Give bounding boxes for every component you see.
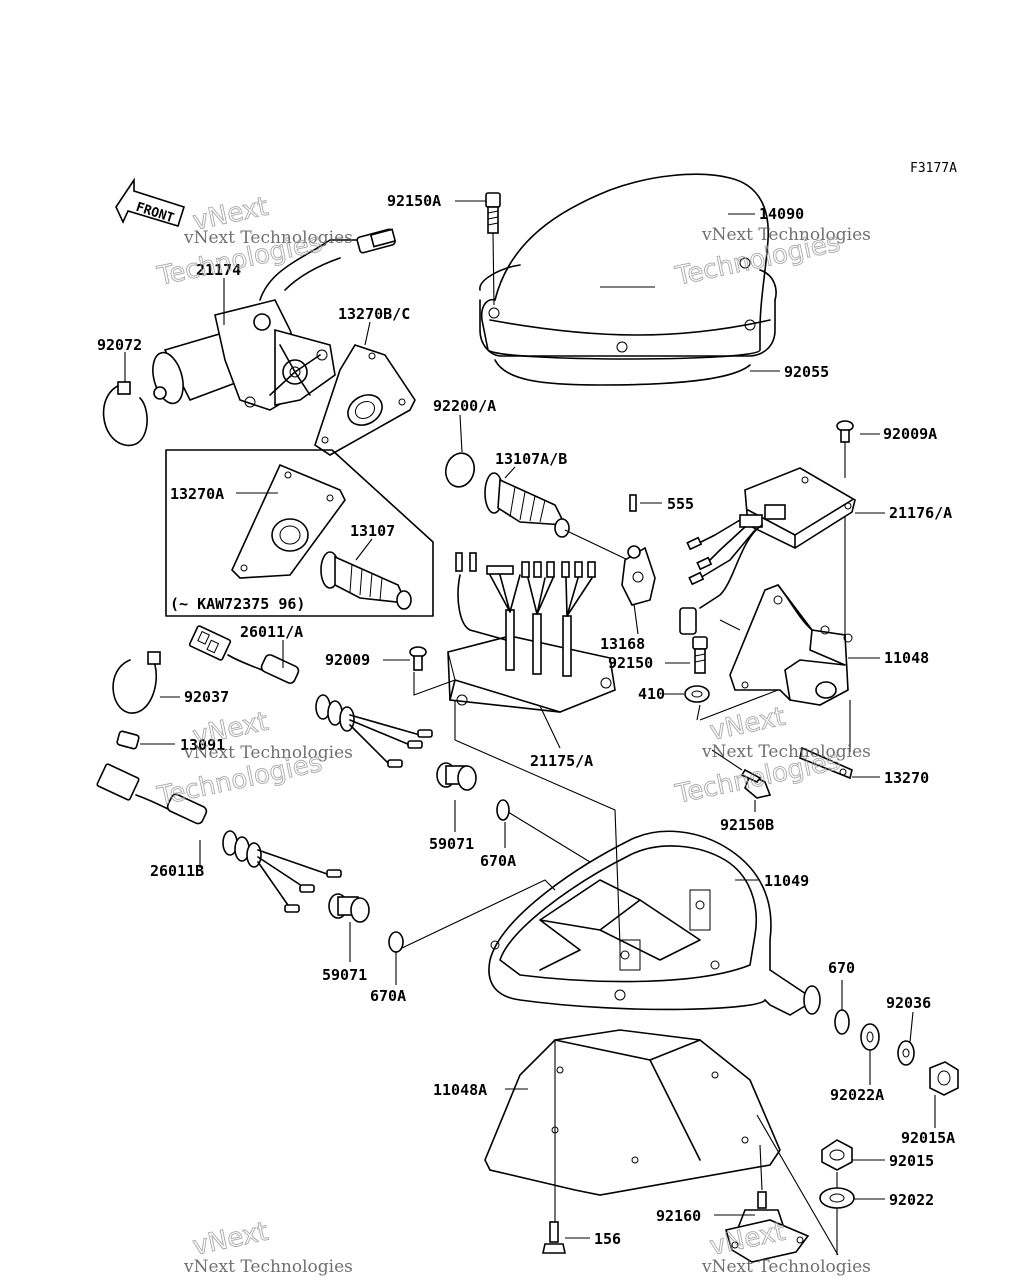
fitting-59071-upper: [436, 762, 477, 791]
cable-tie-92072: [102, 381, 148, 447]
label-21175A: 21175/A: [530, 752, 593, 770]
module-21175A: [447, 552, 616, 713]
gasket-13270BC: [314, 344, 416, 456]
coupler-13168: [621, 545, 656, 606]
label-13270A: 13270A: [170, 485, 224, 503]
lever-13270: [799, 746, 853, 780]
label-92150B: 92150B: [720, 816, 774, 834]
watermark-line: vNext Technologies: [701, 1257, 871, 1277]
o-ring-670: [834, 1009, 850, 1035]
mount-92160: [724, 1191, 810, 1263]
motor-21174: [152, 228, 397, 411]
bolt-92150B: [740, 768, 772, 799]
label-21174: 21174: [196, 261, 241, 279]
label-11048A: 11048A: [433, 1081, 487, 1099]
label-670A-upper: 670A: [480, 852, 516, 870]
label-13091: 13091: [180, 736, 225, 754]
part-labels: 92150A 14090 21174 13270B/C 92072 92055 …: [97, 192, 955, 1248]
plate-11048A: [484, 1029, 781, 1196]
lock-washer-92036: [897, 1040, 915, 1066]
nut-92015A: [929, 1061, 959, 1096]
leader-lines: [124, 200, 936, 1256]
screw-92009A: [836, 420, 854, 443]
shaft-13107AB: [484, 472, 570, 538]
washer-92022: [819, 1187, 855, 1209]
label-555: 555: [667, 495, 694, 513]
controller-21176A: [679, 467, 856, 635]
fitting-59071-lower: [328, 893, 370, 923]
watermark-line: vNext Technologies: [701, 225, 871, 245]
label-92009A: 92009A: [883, 425, 937, 443]
label-92150A: 92150A: [387, 192, 441, 210]
label-92036: 92036: [886, 994, 931, 1012]
bracket-11048: [729, 584, 853, 706]
nut-92015: [821, 1139, 853, 1171]
pin-555: [629, 494, 637, 512]
inset-note: (~ KAW72375 96): [170, 595, 305, 613]
watermark-brand: vNext: [707, 702, 788, 747]
label-156: 156: [594, 1230, 621, 1248]
label-13168: 13168: [600, 635, 645, 653]
label-13270: 13270: [884, 769, 929, 787]
shaft-13107: [320, 551, 412, 610]
label-13107: 13107: [350, 522, 395, 540]
label-59071-lower: 59071: [322, 966, 367, 984]
bolt-92150A: [485, 192, 501, 234]
label-14090: 14090: [759, 205, 804, 223]
watermark-brand: vNext: [190, 1217, 271, 1262]
label-92160: 92160: [656, 1207, 701, 1225]
watermark-line: vNext Technologies: [701, 742, 871, 762]
label-92072: 92072: [97, 336, 142, 354]
gasket-13270A-hole: [271, 518, 309, 552]
connector-26011A: [188, 625, 433, 768]
watermark-line: vNext Technologies: [183, 228, 353, 248]
figure-code: F3177A: [910, 161, 957, 176]
label-11048: 11048: [884, 649, 929, 667]
o-ring-670A-upper: [496, 799, 510, 821]
label-13107AB: 13107A/B: [495, 450, 567, 468]
label-670: 670: [828, 959, 855, 977]
connector-26011B: [96, 763, 342, 913]
leader-shaft-coupler: [564, 529, 629, 561]
label-21176A: 21176/A: [889, 504, 952, 522]
label-92022A: 92022A: [830, 1086, 884, 1104]
label-11049: 11049: [764, 872, 809, 890]
label-92200A: 92200/A: [433, 397, 496, 415]
label-92022: 92022: [889, 1191, 934, 1209]
label-92015: 92015: [889, 1152, 934, 1170]
washer-92022A: [860, 1023, 880, 1051]
label-59071-upper: 59071: [429, 835, 474, 853]
washer-410: [684, 685, 710, 703]
label-92055: 92055: [784, 363, 829, 381]
cover-14090: [479, 173, 777, 360]
label-410: 410: [638, 685, 665, 703]
label-92150: 92150: [608, 654, 653, 672]
watermark-line: vNext Technologies: [183, 743, 353, 763]
label-670A-lower: 670A: [370, 987, 406, 1005]
screw-92009: [409, 646, 427, 671]
o-ring-92200A: [444, 452, 476, 488]
housing-11049: [488, 830, 821, 1016]
cable-tie-92037: [112, 651, 161, 714]
gasket-92055: [494, 359, 751, 386]
label-13270BC: 13270B/C: [338, 305, 410, 323]
bolt-156: [542, 1221, 566, 1254]
bolt-92150: [692, 636, 708, 674]
inset-box: [165, 449, 434, 617]
watermark-line: vNext Technologies: [183, 1257, 353, 1277]
label-26011B: 26011B: [150, 862, 204, 880]
label-92009: 92009: [325, 651, 370, 669]
front-direction-arrow: FRONT: [115, 177, 186, 227]
o-ring-670A-lower: [388, 931, 404, 953]
label-92037: 92037: [184, 688, 229, 706]
label-26011A: 26011/A: [240, 623, 303, 641]
connector-13091: [116, 730, 140, 750]
label-92015A: 92015A: [901, 1129, 955, 1147]
